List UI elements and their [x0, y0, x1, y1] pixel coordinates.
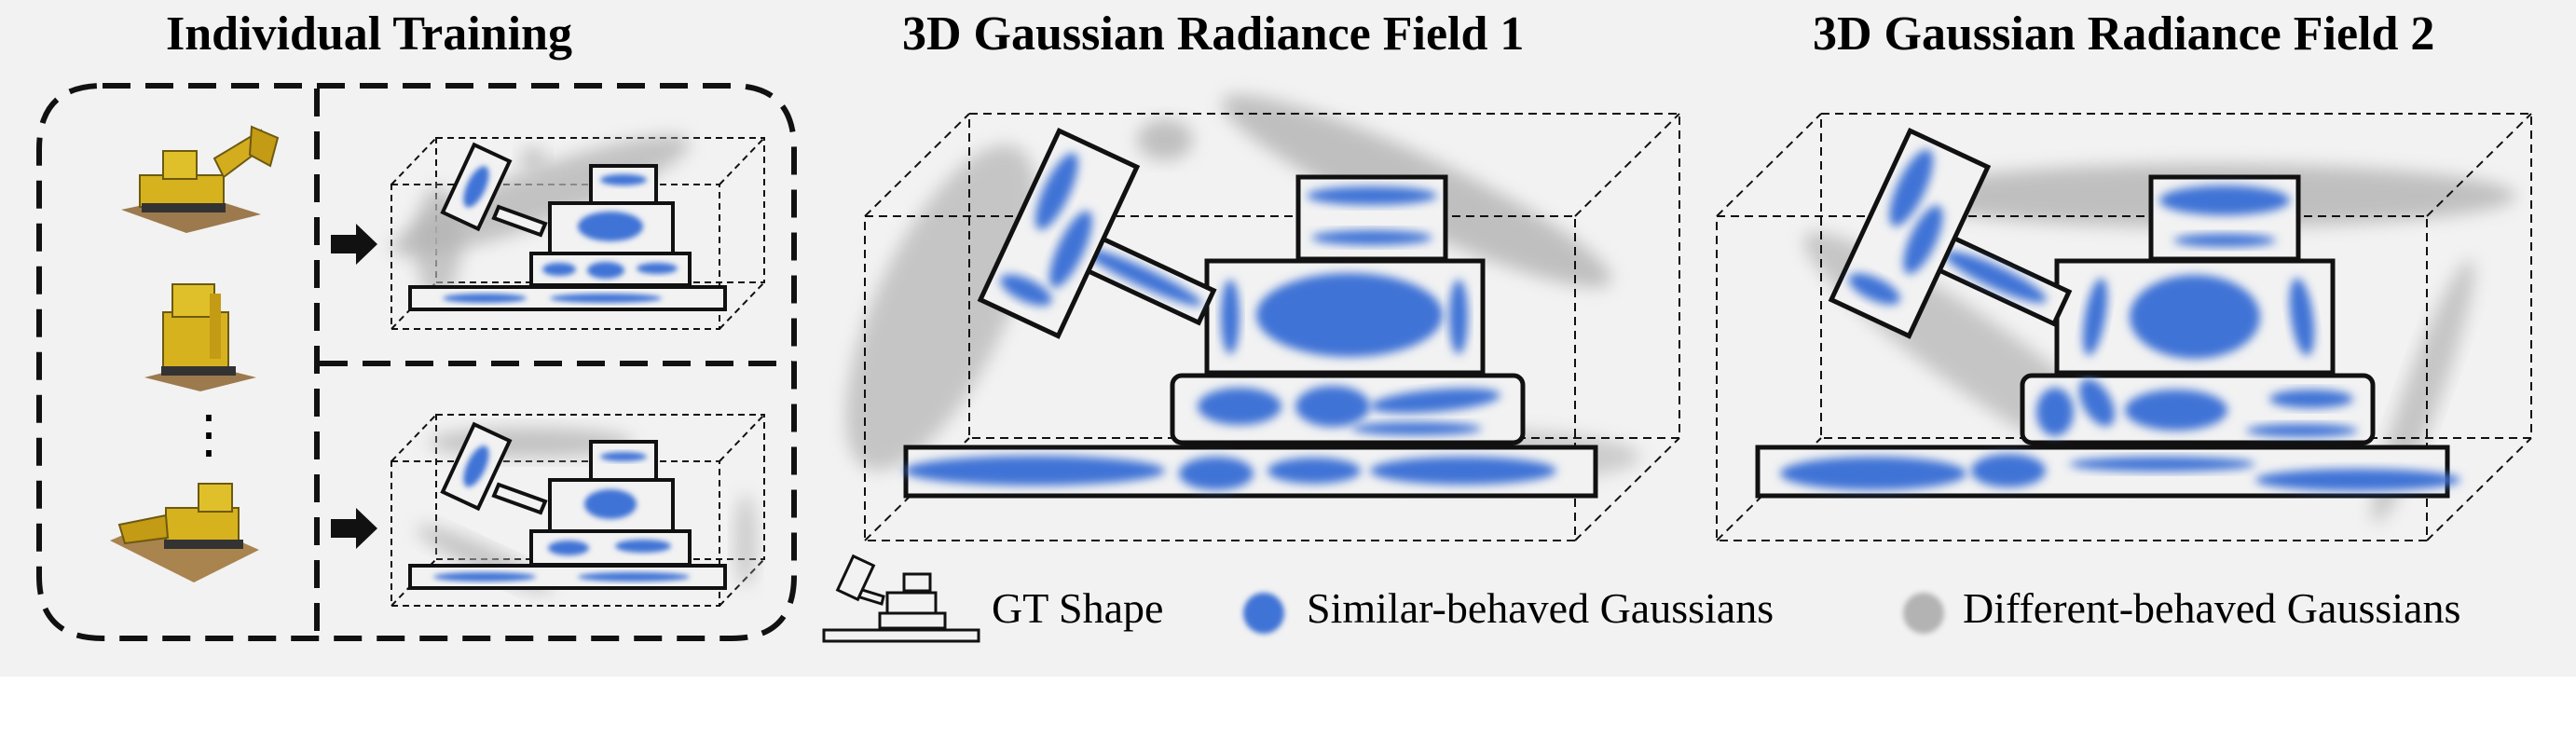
title-field-2: 3D Gaussian Radiance Field 2: [1813, 7, 2435, 61]
title-field-1: 3D Gaussian Radiance Field 1: [902, 7, 1525, 61]
mini-scene-1: [391, 135, 765, 330]
title-individual-training: Individual Training: [166, 7, 572, 61]
similar-gaussian-legend-icon: [1243, 593, 1284, 634]
arrow-right-icon: [331, 224, 377, 265]
arrow-right-icon: [331, 508, 377, 549]
training-rounded-border: [36, 83, 797, 641]
legend-similar-label: Similar-behaved Gaussians: [1307, 584, 1774, 632]
bulldozer-photo: [121, 125, 280, 233]
individual-training-panel: ⋮: [36, 83, 797, 641]
mini-scene-2: [391, 414, 765, 607]
legend-gt-shape-label: GT Shape: [992, 584, 1164, 632]
different-gaussian-legend-icon: [1903, 593, 1944, 634]
legend-different-label: Different-behaved Gaussians: [1963, 584, 2461, 632]
radiance-field-2: [1716, 113, 2532, 541]
vertical-ellipsis: ⋮: [183, 406, 235, 464]
radiance-field-1: [845, 94, 1680, 541]
gt-shape-icon: [822, 554, 980, 643]
bulldozer-photo: [144, 283, 256, 391]
bulldozer-photo: [110, 483, 259, 582]
